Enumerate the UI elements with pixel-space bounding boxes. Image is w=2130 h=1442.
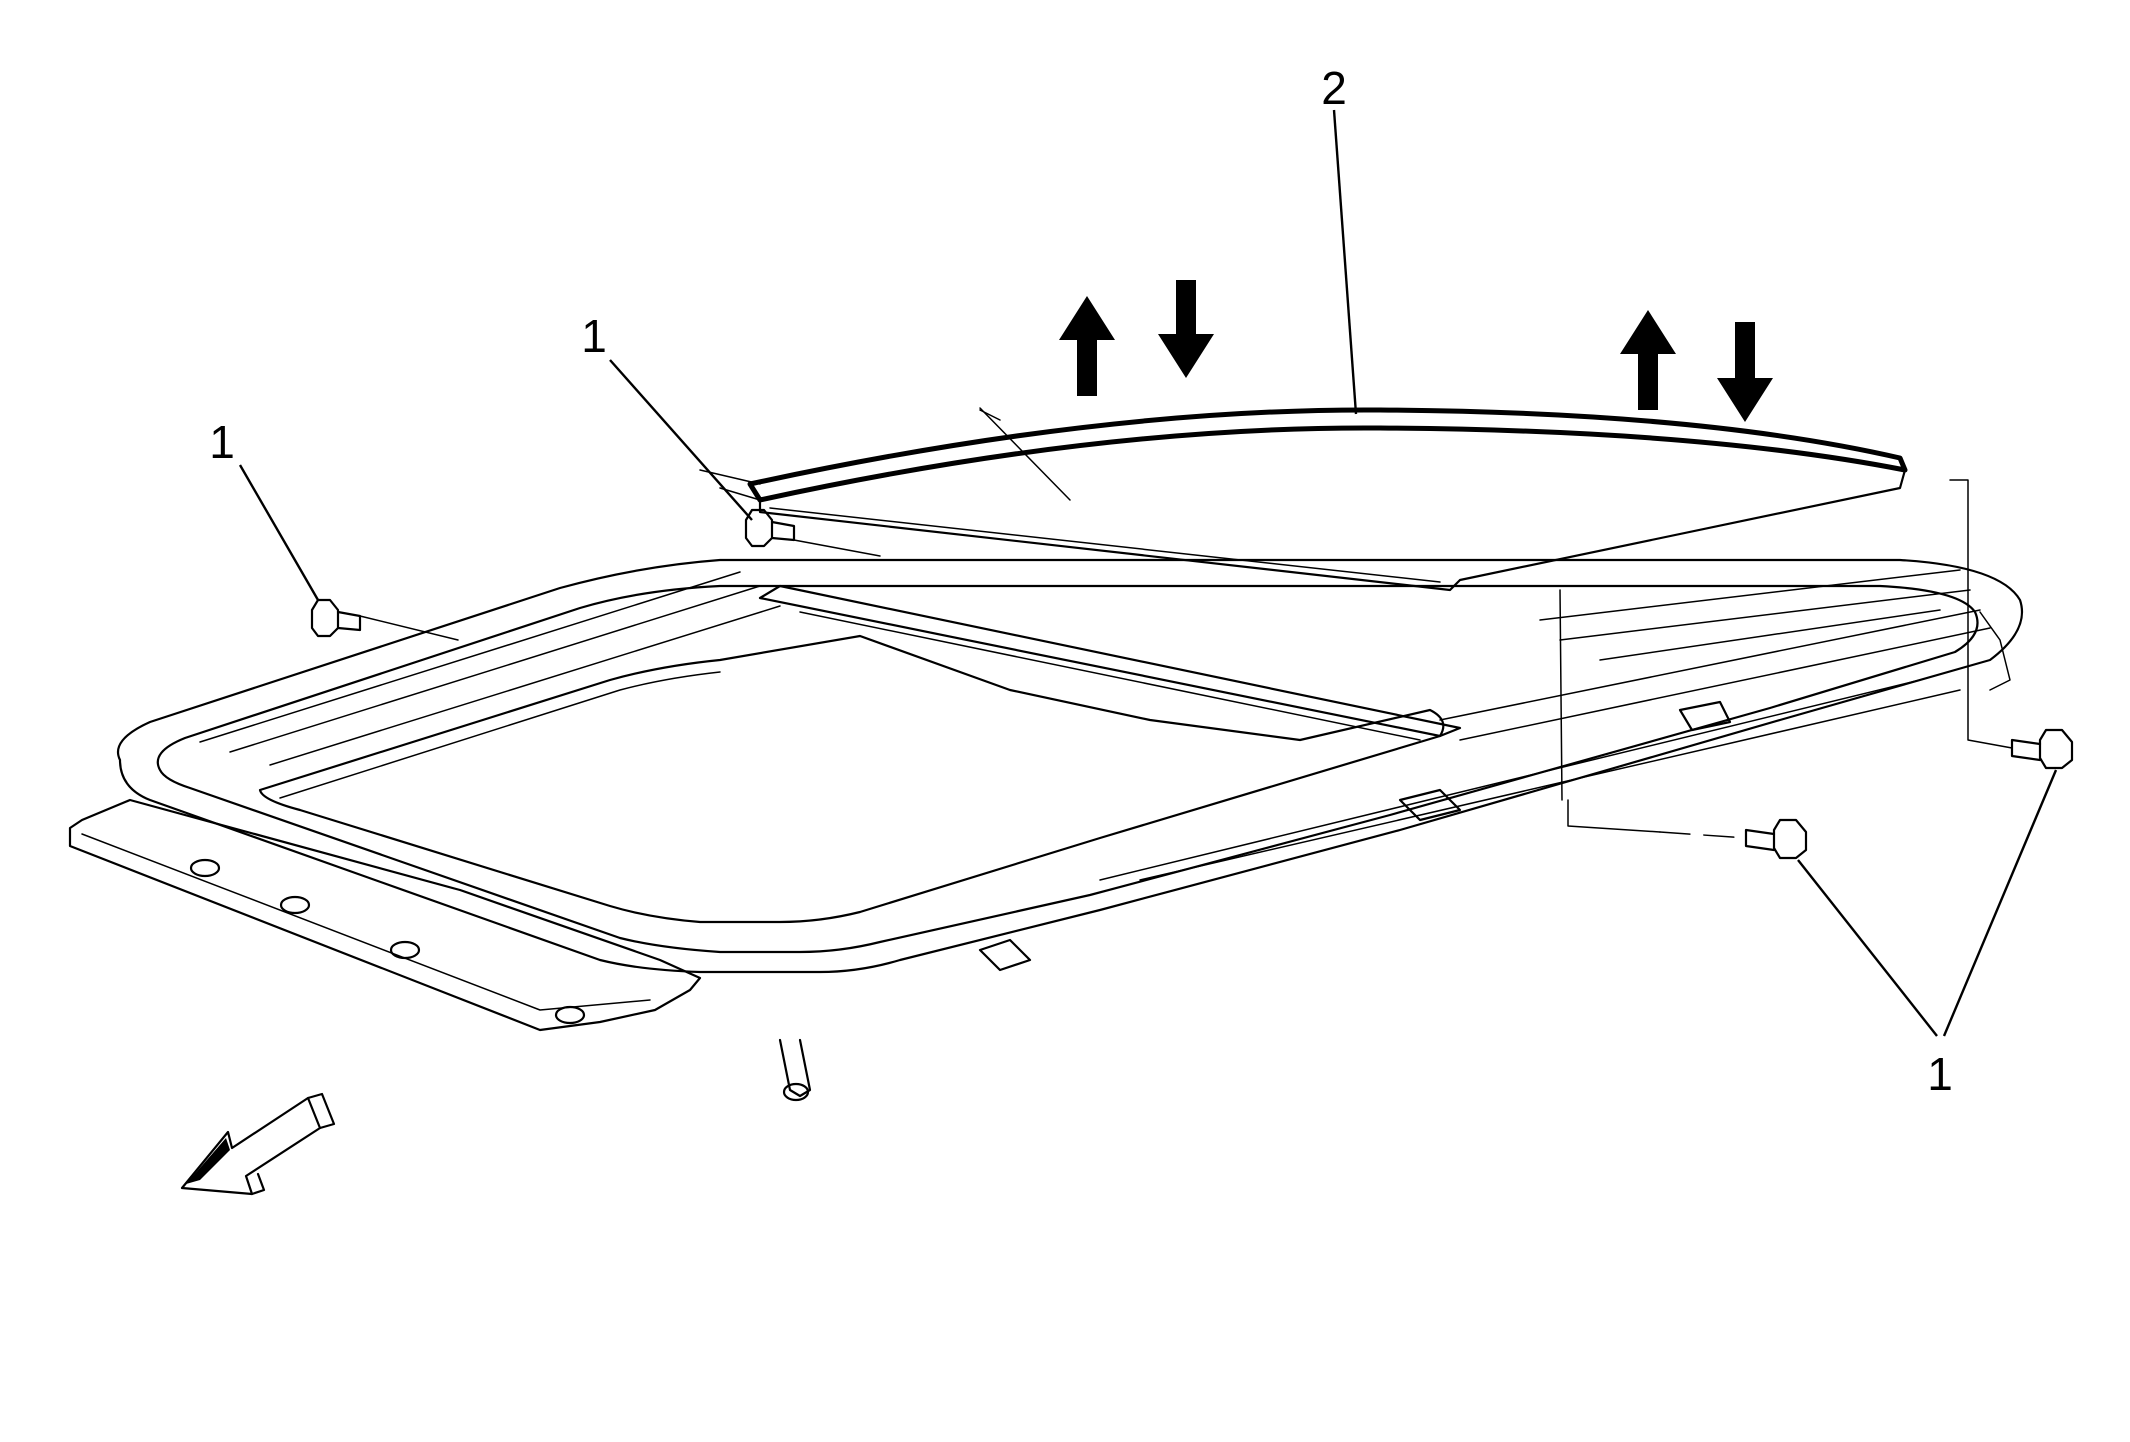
up-arrow-icon: [1620, 310, 1676, 410]
bolt-front-left-inner: [744, 508, 881, 557]
down-arrow-icon: [1717, 322, 1773, 422]
bolt-rear-right-lower: [1744, 818, 1808, 860]
callout-label-bolt-front-left-inner: 1: [581, 310, 607, 362]
guide-lines: [699, 409, 2013, 839]
callout-leaders: [238, 109, 2058, 1037]
bolt-front-left-outer: [310, 598, 459, 641]
callout-label-bolt-front-left-outer: 1: [209, 416, 235, 468]
callout-label-glass-panel: 2: [1321, 62, 1347, 114]
up-arrow-icon: [1059, 296, 1115, 396]
callout-label-bolt-rear-right-pair: 1: [1927, 1048, 1953, 1100]
sunroof-frame: [68, 558, 2024, 1102]
front-direction-arrow-icon: [180, 1092, 336, 1196]
glass-panel: [747, 407, 1908, 592]
down-arrow-icon: [1158, 280, 1214, 378]
bolt-rear-right-upper: [2010, 728, 2074, 770]
